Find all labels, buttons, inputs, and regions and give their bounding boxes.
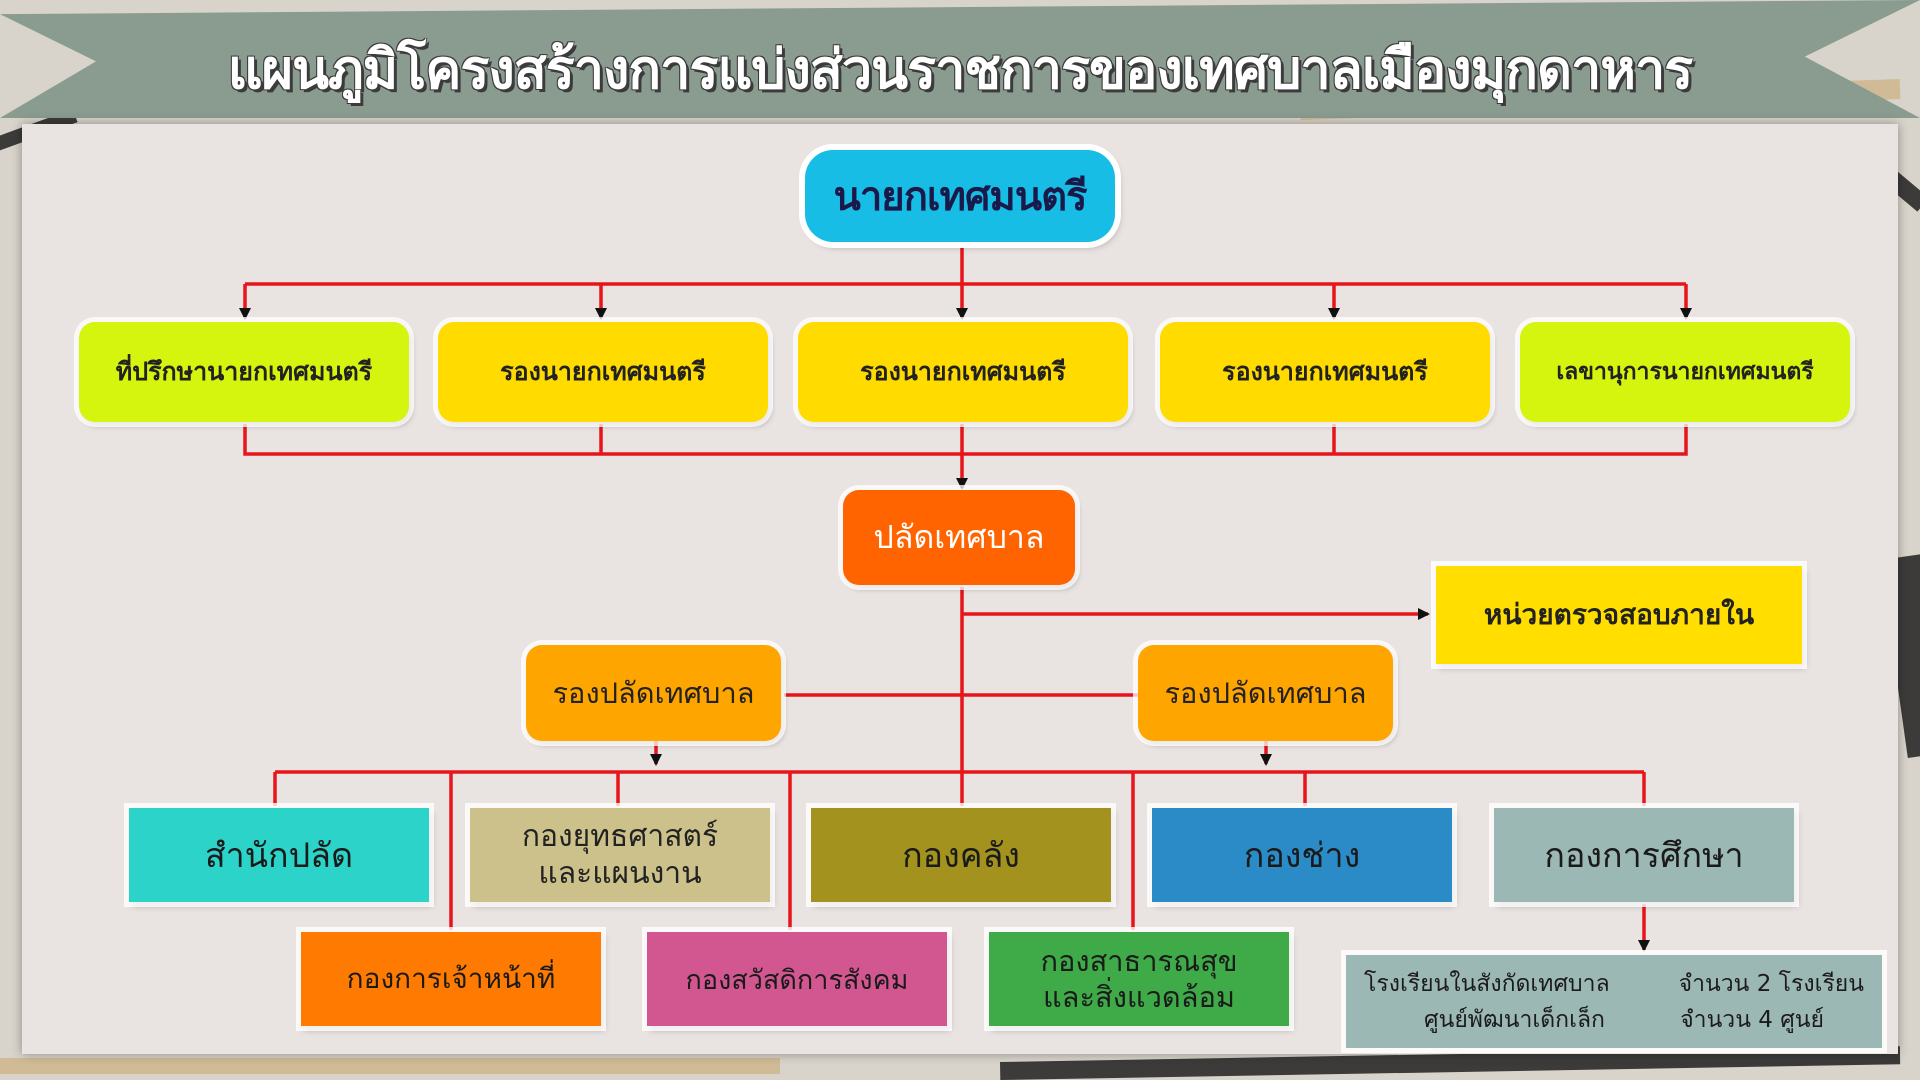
school-count: จำนวน 2 โรงเรียน bbox=[1678, 970, 1864, 997]
division-personnel-box: กองการเจ้าหน้าที่ bbox=[301, 932, 601, 1026]
division-label-line: และแผนงาน bbox=[538, 856, 702, 891]
division-label-line: กองยุทธศาสตร์ bbox=[521, 818, 719, 854]
advisor-box: ที่ปรึกษานายกเทศมนตรี bbox=[79, 322, 409, 422]
background-paint-splash bbox=[0, 1058, 780, 1074]
division-education-box: กองการศึกษา bbox=[1494, 808, 1794, 902]
division-office-box: สำนักปลัด bbox=[129, 808, 429, 902]
page-title: แผนภูมิโครงสร้างการแบ่งส่วนราชการของเทศบ… bbox=[227, 38, 1694, 101]
deputy-clerk-box: รองปลัดเทศบาล bbox=[526, 645, 781, 741]
childcare-label: ศูนย์พัฒนาเด็กเล็ก bbox=[1424, 1006, 1605, 1033]
school-row: โรงเรียนในสังกัดเทศบาล จำนวน 2 โรงเรียน bbox=[1364, 966, 1864, 1002]
childcare-count: จำนวน 4 ศูนย์ bbox=[1680, 1006, 1824, 1033]
deputy-mayor-box: รองนายกเทศมนตรี bbox=[438, 322, 768, 422]
deputy-mayor-box: รองนายกเทศมนตรี bbox=[798, 322, 1128, 422]
deputy-mayor-box: รองนายกเทศมนตรี bbox=[1160, 322, 1490, 422]
division-label-line: และสิ่งแวดล้อม bbox=[1042, 980, 1235, 1014]
education-units-box: โรงเรียนในสังกัดเทศบาล จำนวน 2 โรงเรียน … bbox=[1346, 955, 1882, 1048]
deputy-clerk-box: รองปลัดเทศบาล bbox=[1138, 645, 1393, 741]
division-public-health-box: กองสาธารณสุข และสิ่งแวดล้อม bbox=[989, 932, 1289, 1026]
internal-audit-box: หน่วยตรวจสอบภายใน bbox=[1436, 566, 1802, 664]
division-engineering-box: กองช่าง bbox=[1152, 808, 1452, 902]
connector bbox=[243, 424, 1688, 456]
division-finance-box: กองคลัง bbox=[811, 808, 1111, 902]
secretary-box: เลขานุการนายกเทศมนตรี bbox=[1520, 322, 1850, 422]
division-strategy-box: กองยุทธศาสตร์ และแผนงาน bbox=[470, 808, 770, 902]
mayor-box: นายกเทศมนตรี bbox=[805, 150, 1115, 242]
title-banner bbox=[0, 0, 1920, 118]
school-label: โรงเรียนในสังกัดเทศบาล bbox=[1364, 970, 1610, 997]
childcare-row: ศูนย์พัฒนาเด็กเล็ก จำนวน 4 ศูนย์ bbox=[1364, 1002, 1864, 1038]
division-social-welfare-box: กองสวัสดิการสังคม bbox=[647, 932, 947, 1026]
clerk-box: ปลัดเทศบาล bbox=[843, 490, 1075, 585]
division-label-line: กองสาธารณสุข bbox=[1040, 943, 1238, 978]
